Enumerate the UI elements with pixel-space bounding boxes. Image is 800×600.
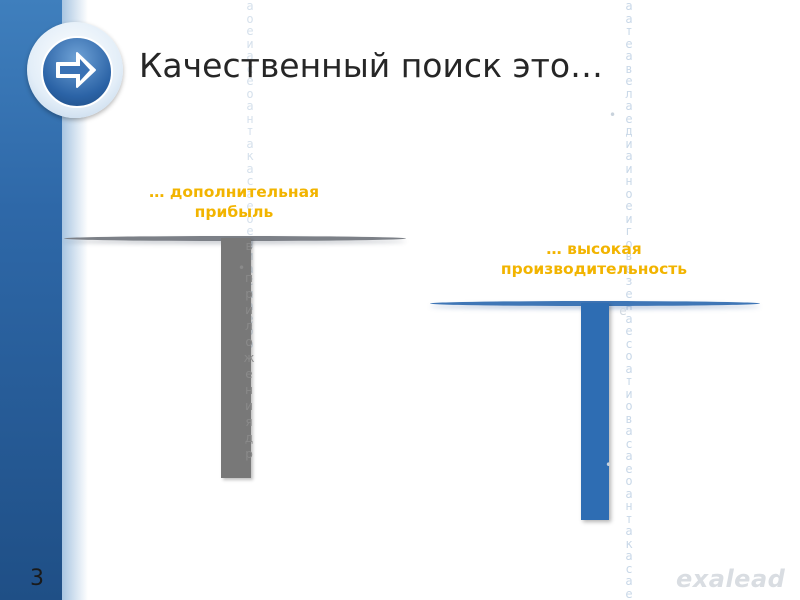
left-overflow-text: в приложениядр bbox=[243, 238, 255, 483]
right-overflow-text: е bbox=[619, 304, 627, 318]
left-overflow-first: в bbox=[245, 239, 253, 253]
background-letter-column-right: аатеавелаедиаиноеиговезенаесоатиовасаеоа… bbox=[625, 0, 633, 600]
top-right-bullet: • bbox=[609, 108, 617, 122]
right-bullet: • bbox=[605, 458, 613, 472]
slide-title: Качественный поиск это… bbox=[139, 46, 604, 85]
left-bullet: • bbox=[238, 261, 246, 275]
page-number: 3 bbox=[30, 566, 44, 591]
left-heading: … дополнительная прибыль bbox=[148, 183, 320, 221]
left-stem bbox=[221, 238, 251, 478]
right-stem bbox=[581, 303, 609, 520]
brand-logo: exalead bbox=[676, 565, 786, 593]
right-heading: … высокая производительность bbox=[500, 240, 688, 278]
right-arrow-icon bbox=[41, 36, 113, 108]
left-overflow-rest: приложениядр bbox=[243, 271, 255, 461]
